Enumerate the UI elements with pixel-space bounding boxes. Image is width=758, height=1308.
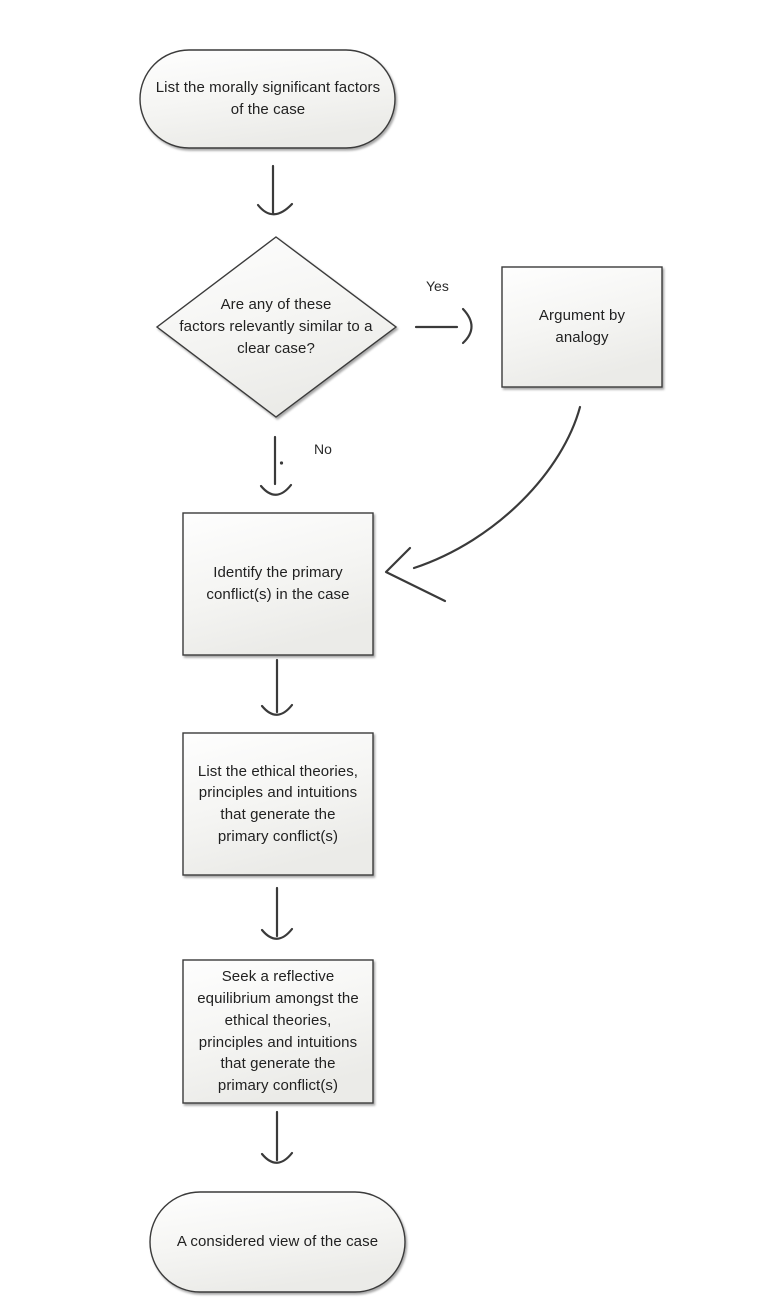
stray-dot [279,461,284,465]
edge-decision-identify-arrow [259,435,293,496]
equilibrium-process-shape [182,959,374,1104]
decision-diamond-label: Are any of these factors relevantly simi… [179,296,373,357]
decision-diamond-shape [155,236,398,418]
start-terminator-shape [139,49,396,149]
edge-theories-equilibrium-arrow [260,886,294,940]
identify-process-label: Identify the primary conflict(s) in the … [206,564,350,603]
theories-process-label: List the ethical theories, principles an… [197,762,359,845]
edge-start-decision-arrow [256,164,294,216]
theories-process-shape [182,732,374,876]
analogy-process-label: Argument by analogy [538,307,626,346]
edge-label-yes: Yes [426,278,449,294]
edge-analogy-identify-curved-arrow [384,405,582,603]
identify-process-shape [182,512,374,656]
edge-label-no: No [314,441,332,457]
edge-decision-analogy-arrow [414,307,473,345]
edge-identify-theories-arrow [260,658,294,716]
end-terminator-label: A considered view of the case [176,1233,379,1251]
edge-equilibrium-end-arrow [260,1110,294,1164]
equilibrium-process-label: Seek a reflective equilibrium amongst th… [197,968,359,1094]
end-terminator-shape [149,1191,406,1293]
start-terminator-label: List the morally significant factors of … [155,79,381,118]
analogy-process-shape [501,266,663,388]
